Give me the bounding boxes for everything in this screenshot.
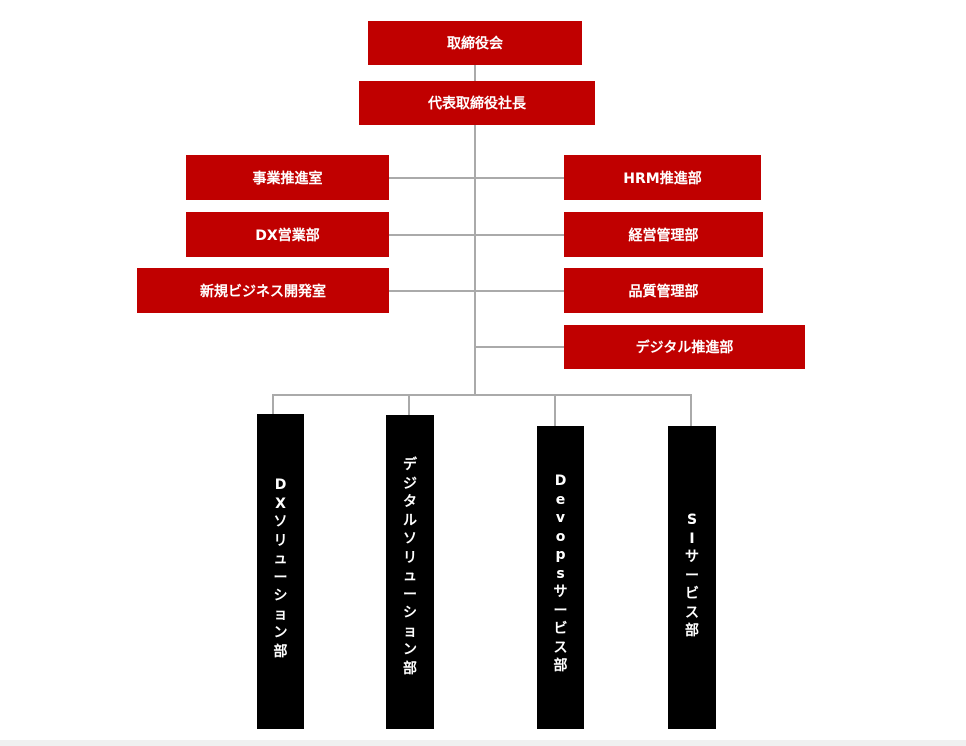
division-label-char: ジ xyxy=(403,475,417,492)
division-label-char: ー xyxy=(553,602,568,619)
staff-unit-digital-promotion: デジタル推進部 xyxy=(564,325,805,369)
connector-division-1 xyxy=(272,394,274,414)
division-label-char: ス xyxy=(685,604,699,621)
connector-division-3 xyxy=(554,394,556,426)
division-label-char: シ xyxy=(273,588,288,604)
connector-staff-row-1 xyxy=(388,177,565,179)
staff-unit-new-business: 新規ビジネス開発室 xyxy=(137,268,389,313)
connector-division-2 xyxy=(408,394,410,415)
division-label-char: ン xyxy=(273,625,288,641)
division-label-char: 部 xyxy=(685,623,699,639)
staff-unit-label: 新規ビジネス開発室 xyxy=(200,283,326,300)
staff-unit-hrm: HRM推進部 xyxy=(564,155,761,200)
division-label-char: デ xyxy=(403,457,417,473)
staff-unit-label: DX営業部 xyxy=(255,227,320,244)
connector-staff-row-4 xyxy=(474,346,565,348)
division-label-char: ビ xyxy=(553,621,568,637)
president-box: 代表取締役社長 xyxy=(359,81,595,125)
division-label-char: リ xyxy=(273,532,288,549)
division-label-char: D xyxy=(554,473,567,489)
division-label-char: S xyxy=(686,512,698,528)
division-label-char: e xyxy=(555,491,566,508)
division-label-char: ス xyxy=(553,639,568,656)
division-label-char: ル xyxy=(403,512,417,529)
division-digital-solution: デジタルソリューション部 xyxy=(386,415,434,729)
division-label-char: シ xyxy=(403,605,417,621)
division-label-char: X xyxy=(275,495,286,512)
connector-main-trunk xyxy=(474,125,476,394)
division-label-char: ソ xyxy=(273,514,288,530)
connector-division-4 xyxy=(690,394,692,426)
division-label-char: I xyxy=(689,530,695,547)
staff-unit-label: 経営管理部 xyxy=(628,227,699,244)
division-label-char: ン xyxy=(403,642,417,658)
division-label-char: ビ xyxy=(685,586,699,602)
staff-unit-label: 事業推進室 xyxy=(252,170,323,187)
division-label-char: ョ xyxy=(403,623,417,640)
staff-unit-label: 品質管理部 xyxy=(628,283,699,300)
connector-staff-row-3 xyxy=(388,290,565,292)
staff-unit-business-promotion: 事業推進室 xyxy=(186,155,389,200)
division-label-char: ー xyxy=(685,567,699,584)
division-label-char: サ xyxy=(553,584,568,600)
staff-unit-dx-sales: DX営業部 xyxy=(186,212,389,257)
division-label-char: ー xyxy=(403,586,417,603)
division-label-char: v xyxy=(555,510,566,526)
board-of-directors-label: 取締役会 xyxy=(447,36,503,52)
connector-staff-row-2 xyxy=(388,234,565,236)
connector-board-president xyxy=(474,65,476,81)
division-label-char: ソ xyxy=(403,531,417,547)
bottom-strip xyxy=(0,740,966,746)
division-label-char: 部 xyxy=(403,660,417,677)
staff-unit-management: 経営管理部 xyxy=(564,212,763,257)
president-label: 代表取締役社長 xyxy=(428,96,526,112)
division-label-char: タ xyxy=(403,494,417,510)
division-label-char: ュ xyxy=(273,551,288,567)
division-label-char: p xyxy=(555,547,566,563)
division-label-char: 部 xyxy=(553,658,568,674)
board-of-directors-box: 取締役会 xyxy=(368,21,582,65)
division-label-char: D xyxy=(274,477,287,493)
division-label: デジタルソリューション部 xyxy=(403,456,417,678)
connector-division-bus xyxy=(272,394,692,396)
division-label-char: o xyxy=(555,528,566,545)
staff-unit-label: HRM推進部 xyxy=(623,170,702,187)
division-label-char: 部 xyxy=(273,643,288,660)
division-label-char: サ xyxy=(685,549,699,565)
division-label-char: リ xyxy=(403,549,417,566)
staff-unit-label: デジタル推進部 xyxy=(635,340,734,356)
division-label-char: ュ xyxy=(403,568,417,584)
staff-unit-quality: 品質管理部 xyxy=(564,268,763,313)
division-label-char: ョ xyxy=(273,606,288,623)
division-label-char: ー xyxy=(273,569,288,586)
division-label-char: s xyxy=(556,565,565,582)
